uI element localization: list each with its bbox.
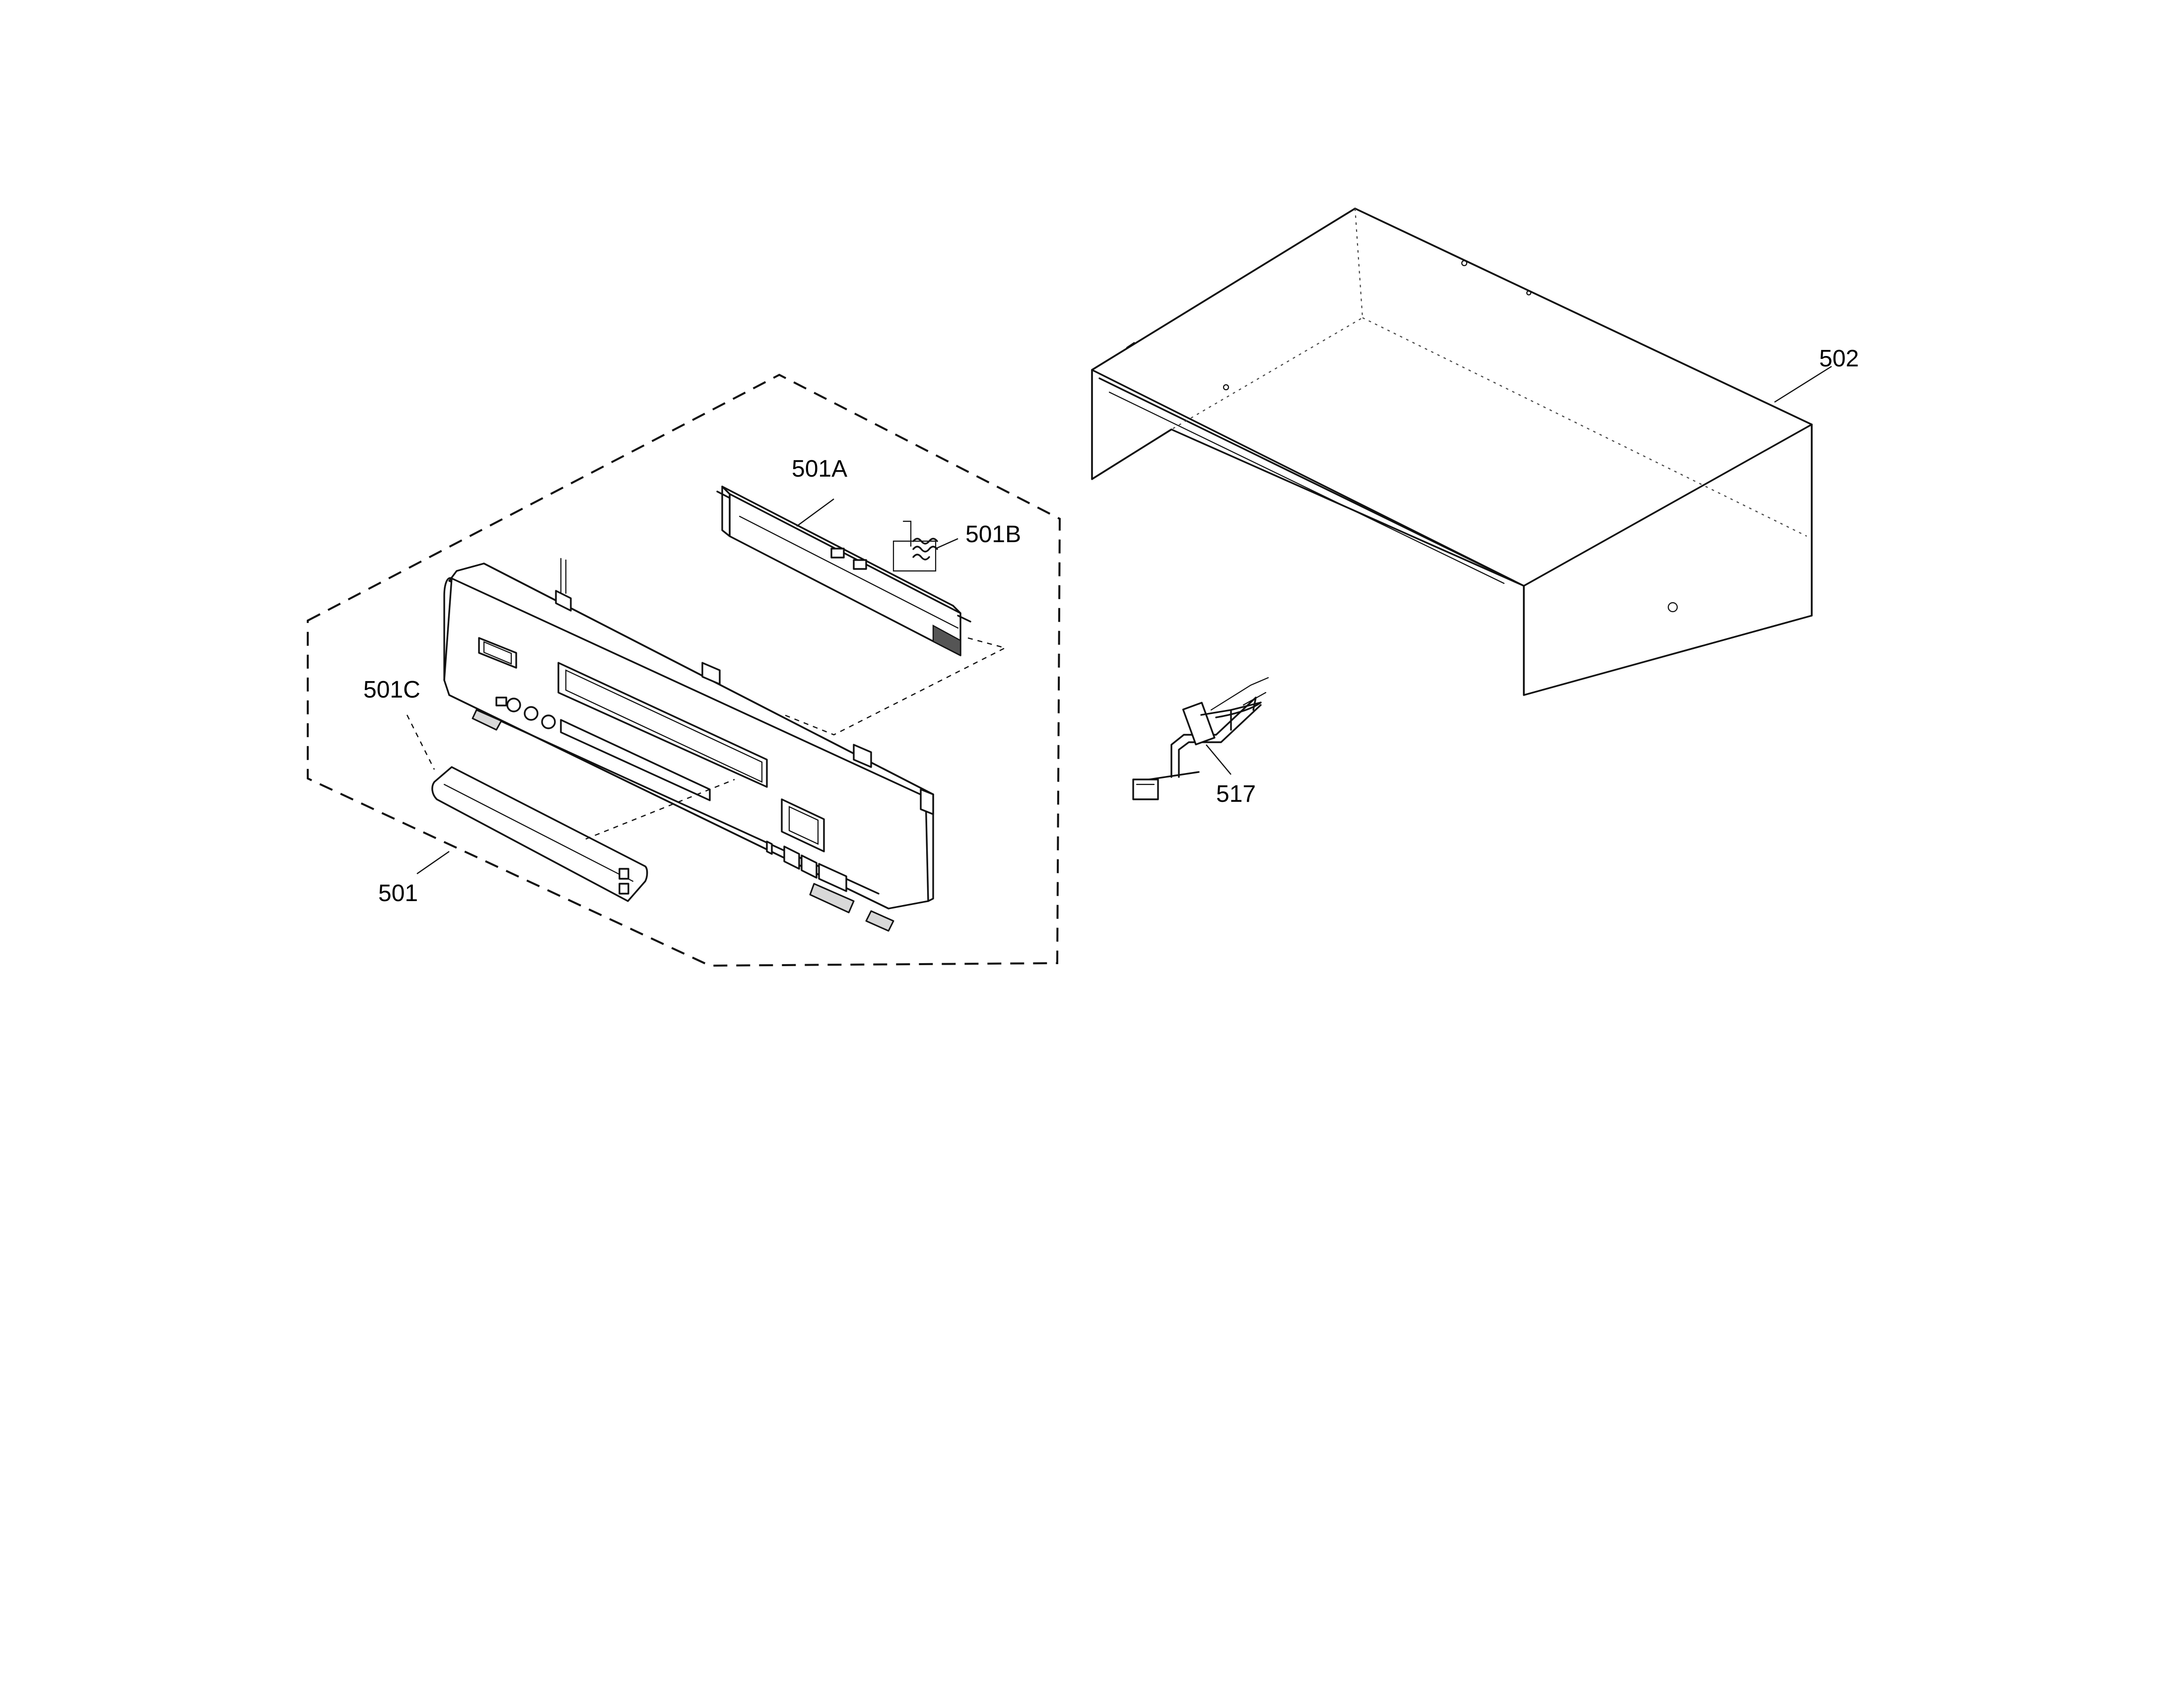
spring-501B — [892, 520, 938, 572]
leader-517 — [1206, 744, 1231, 775]
leader-501 — [416, 851, 450, 874]
label-501C: 501C — [363, 677, 420, 703]
kit-boundary-501 — [307, 373, 1061, 967]
front-panel-501 — [443, 558, 934, 932]
label-502: 502 — [1819, 346, 1859, 372]
label-501: 501 — [378, 880, 418, 907]
label-501B: 501B — [965, 521, 1021, 548]
leader-501B — [935, 538, 958, 550]
label-517: 517 — [1216, 781, 1256, 807]
strip-501C — [431, 766, 648, 902]
assembly-guide-lines — [406, 637, 1007, 840]
door-501A — [716, 486, 971, 656]
leader-502 — [1774, 365, 1832, 403]
label-501A: 501A — [792, 456, 847, 482]
leader-501A — [796, 498, 834, 527]
cable-assembly-517 — [1132, 677, 1269, 800]
top-cover-502 — [1091, 208, 1813, 696]
